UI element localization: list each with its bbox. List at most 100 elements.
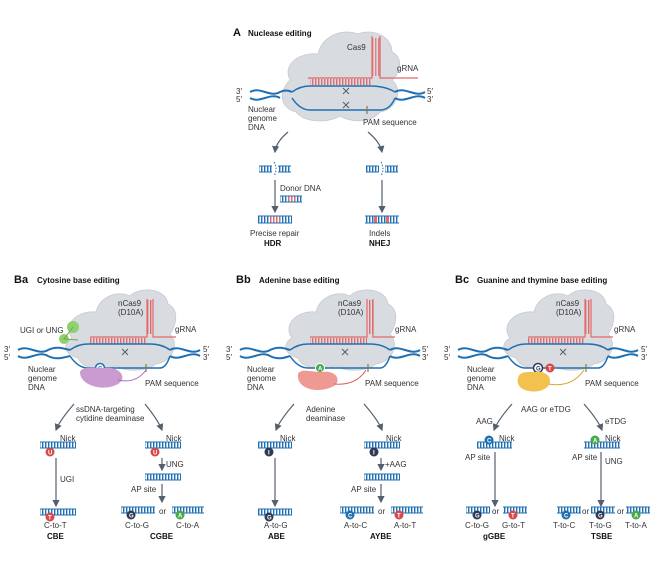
donor-dna-label: Donor DNA: [280, 184, 322, 193]
ap-site-label-right: AP site: [572, 453, 598, 462]
a-to-c-outcome: A-to-C: [344, 521, 367, 530]
nhej-label: NHEJ: [369, 239, 390, 248]
g-to-t-outcome: G-to-T: [502, 521, 525, 530]
grna-label: gRNA: [395, 325, 417, 334]
arrow-to-nhej: [367, 131, 385, 154]
dna-label-3: DNA: [248, 123, 266, 132]
edited-dna-c-to-g: G: [121, 506, 155, 520]
svg-text:T: T: [397, 514, 401, 520]
panel-bc-title: Guanine and thymine base editing: [477, 276, 607, 285]
target-base-t: T: [545, 363, 555, 373]
pam-label: PAM sequence: [365, 379, 419, 388]
cas9-label: Cas9: [347, 43, 366, 52]
genomic-dna: [239, 343, 421, 369]
enzyme-label-2: deaminase: [306, 414, 346, 423]
hdr-label: HDR: [264, 239, 282, 248]
or-label-2: or: [617, 507, 624, 516]
grna: [310, 299, 395, 344]
cgbe-label: CGBE: [150, 532, 174, 541]
arrow-to-cgbe: [144, 403, 164, 432]
edited-dna-abe: G: [258, 508, 292, 522]
edited-dna-g-to-t: T: [503, 506, 527, 520]
pam-label: PAM sequence: [585, 379, 639, 388]
end-5-left: 5′: [226, 353, 232, 362]
ap-site-label: AP site: [131, 485, 157, 494]
end-3-right: 3′: [203, 353, 209, 362]
t-to-a-outcome: T-to-A: [625, 521, 647, 530]
edited-dna-t-to-c: C: [557, 506, 581, 520]
ap-site-label-left: AP site: [465, 453, 491, 462]
dna-label-2: genome: [248, 114, 277, 123]
ap-site-dna: [145, 473, 181, 481]
t-to-c-outcome: T-to-C: [553, 521, 575, 530]
nick-label-right: Nick: [166, 434, 183, 443]
repaired-dna-hdr: [258, 215, 292, 224]
panel-a-letter: A: [233, 27, 241, 39]
or-label-1: or: [582, 507, 589, 516]
arrow-to-tsbe: [583, 403, 604, 432]
arrow-to-abe: [274, 403, 295, 432]
grna-label: gRNA: [614, 325, 636, 334]
nick-scissors-icon: [559, 348, 567, 356]
ncas9-label-1: nCas9: [556, 299, 580, 308]
a-to-t-outcome: A-to-T: [394, 521, 416, 530]
end-5-right: 5′: [203, 345, 209, 354]
genomic-dna: [457, 343, 639, 369]
cas9-protein: [282, 31, 400, 122]
dna-label-1: Nuclear: [248, 105, 276, 114]
nick-label-right: Nick: [386, 434, 403, 443]
dna-label-1: Nuclear: [247, 365, 275, 374]
panel-bb-letter: Bb: [236, 274, 251, 286]
dna-label-2: genome: [28, 374, 57, 383]
cbe-label: CBE: [47, 532, 65, 541]
end-5-right: 5′: [422, 345, 428, 354]
svg-text:G: G: [267, 516, 272, 522]
ncas9-label-2: (D10A): [338, 308, 364, 317]
grna: [308, 36, 418, 85]
svg-text:U: U: [153, 451, 157, 457]
or-label: or: [378, 507, 385, 516]
a-to-g-outcome: A-to-G: [264, 521, 288, 530]
end-5-left: 5′: [4, 353, 10, 362]
arrow-to-cbe: [54, 403, 75, 432]
pam-label: PAM sequence: [145, 379, 199, 388]
grna-label: gRNA: [397, 64, 419, 73]
donor-dna: [280, 195, 302, 203]
svg-text:C: C: [348, 514, 353, 520]
ncas9-label-1: nCas9: [338, 299, 362, 308]
svg-text:A: A: [634, 514, 639, 520]
edited-dna-t-to-g: G: [591, 506, 615, 520]
dna-label-3: DNA: [467, 383, 485, 392]
panel-ba: Ba Cytosine base editing nCas9 (D10A) gR…: [4, 274, 209, 541]
svg-text:C: C: [564, 514, 569, 520]
svg-text:T: T: [511, 514, 515, 520]
end-3-left: 3′: [236, 87, 242, 96]
nicked-dna-left: I: [258, 441, 292, 457]
tsbe-label: TSBE: [591, 532, 613, 541]
target-base-g: G: [532, 362, 544, 374]
panel-a: A Nuclease editing Cas9 gRNA 3′ 5′ 5′: [233, 27, 433, 248]
nicked-dna-left: U: [40, 441, 76, 457]
abe-label: ABE: [268, 532, 286, 541]
dna-label-2: genome: [247, 374, 276, 383]
ung-step-label: UNG: [166, 460, 184, 469]
edited-dna-c-to-g: G: [466, 506, 490, 520]
ung-step-label: UNG: [605, 457, 623, 466]
glycosylase-protein: [517, 371, 551, 392]
nick-scissors-icon: [341, 348, 349, 356]
edited-dna-a-to-t: T: [391, 506, 423, 520]
nicked-dna-left: C: [477, 435, 512, 449]
nick-scissors-icon: [121, 348, 129, 356]
pam-label: PAM sequence: [363, 118, 417, 127]
svg-text:T: T: [48, 516, 52, 522]
panel-ba-title: Cytosine base editing: [37, 276, 120, 285]
ncas9-label-2: (D10A): [556, 308, 582, 317]
enzyme-label-2: cytidine deaminase: [76, 414, 145, 423]
end-3-right: 3′: [422, 353, 428, 362]
ap-site-dna: [364, 473, 400, 481]
svg-text:U: U: [48, 451, 52, 457]
nick-label-right: Nick: [605, 434, 622, 443]
nicked-dna-right: I: [364, 441, 400, 457]
nicked-dna-right: U: [145, 441, 181, 457]
svg-text:G: G: [598, 514, 603, 520]
